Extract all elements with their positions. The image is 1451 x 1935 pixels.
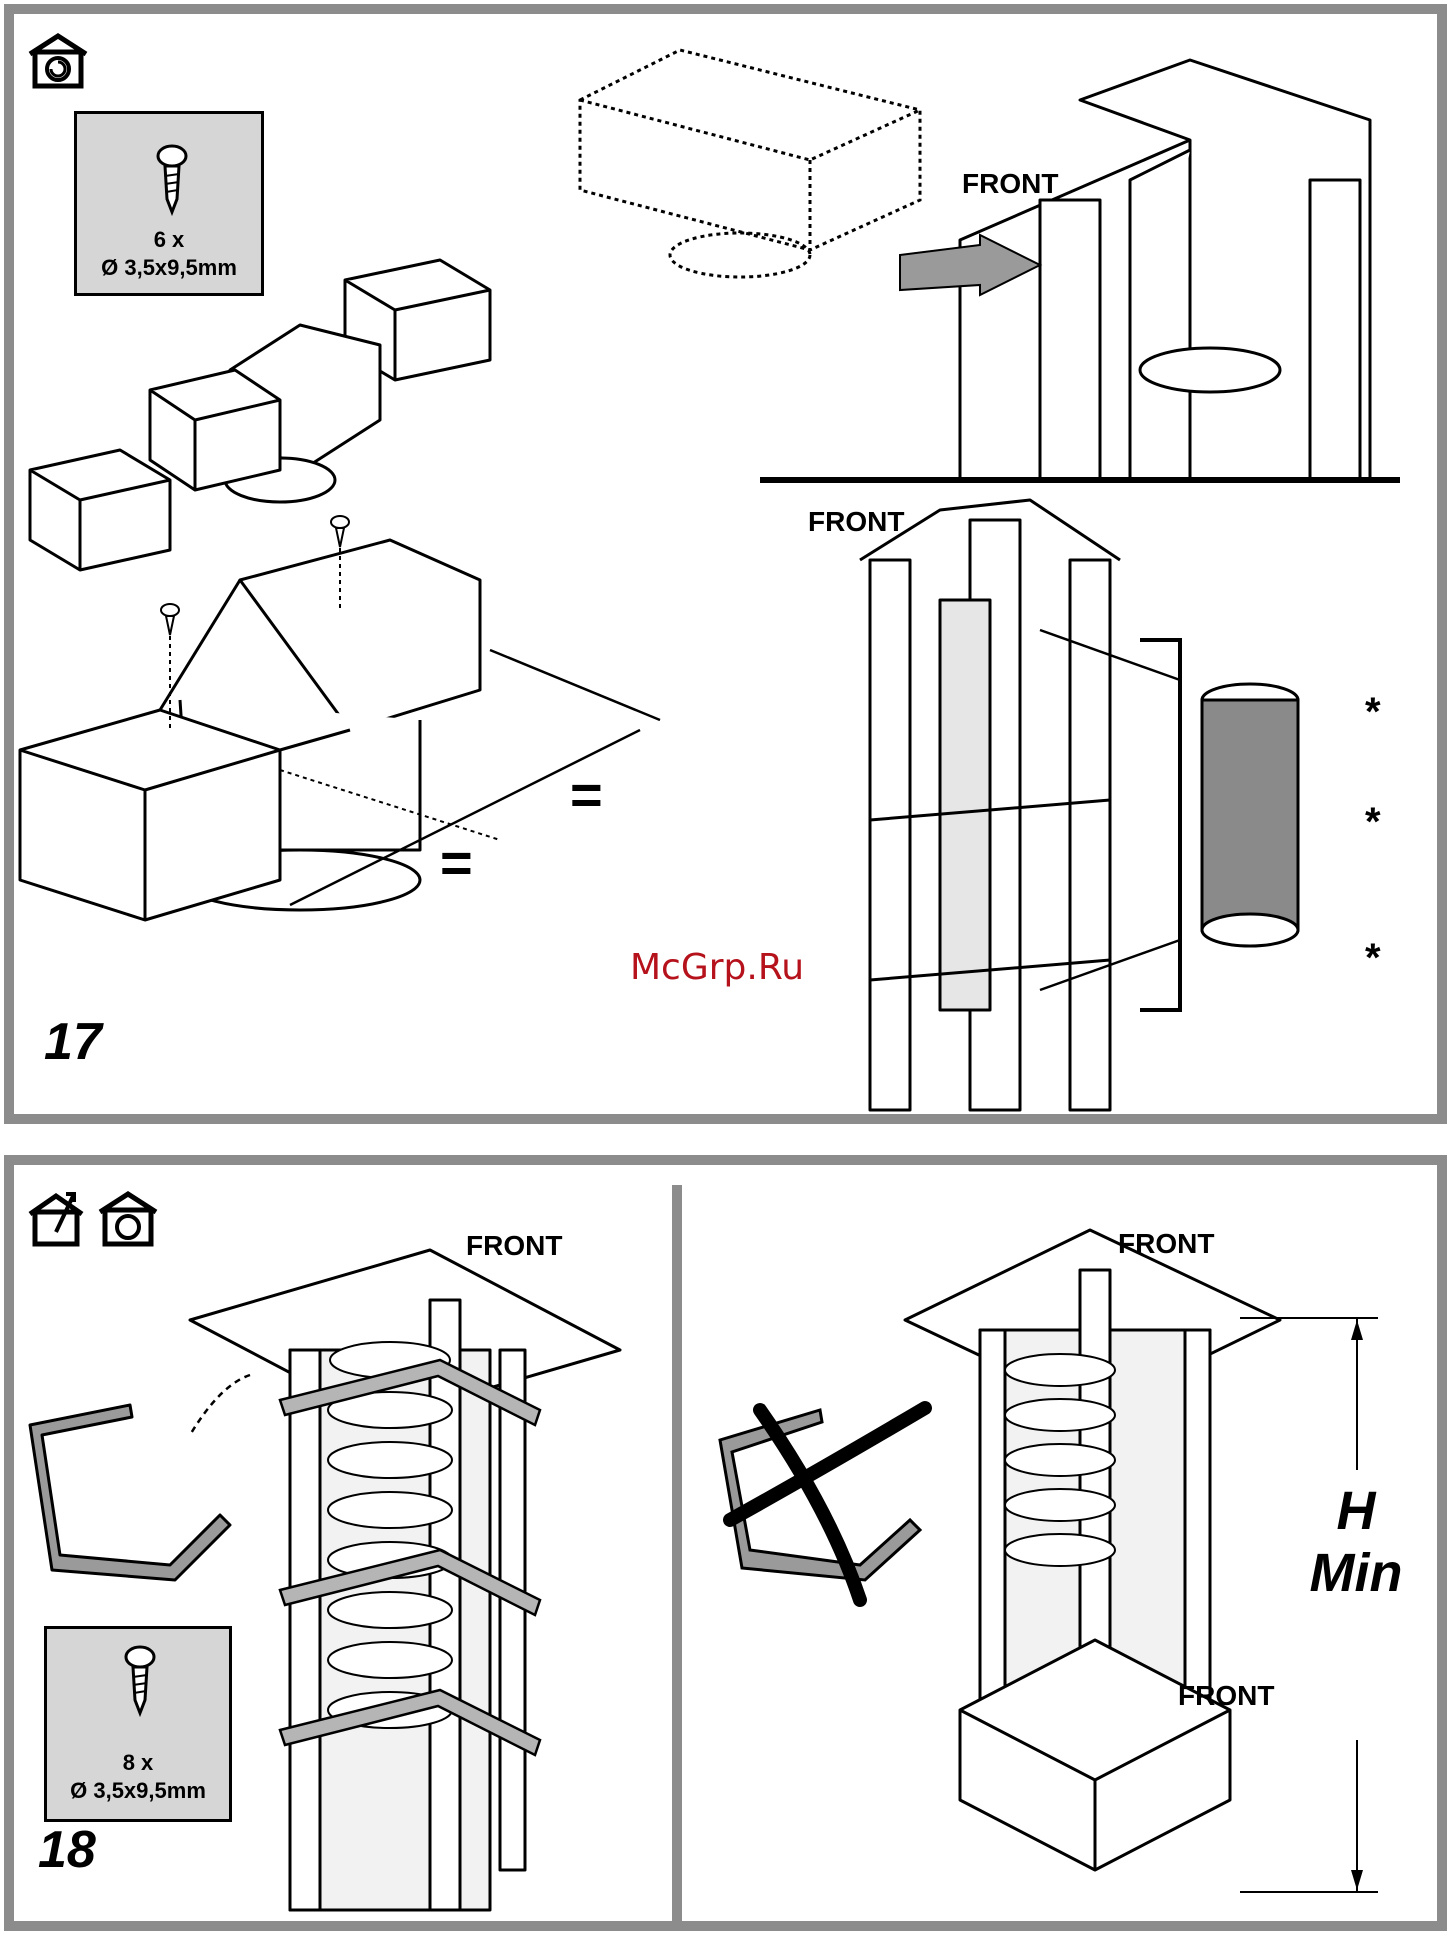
height-label-h: H [1296, 1480, 1416, 1542]
height-label-min: Min [1296, 1542, 1416, 1604]
step-number-17: 17 [44, 1012, 102, 1072]
front-label-top: FRONT [962, 168, 1058, 200]
height-min-label: H Min [1296, 1480, 1416, 1604]
assembled-chimney-illustration [900, 1200, 1280, 1920]
frame-with-hose-illustration [180, 1240, 650, 1920]
step-number-18: 18 [38, 1820, 96, 1880]
chimney-frame-hose-illustration [840, 490, 1380, 1110]
duct-adapter-illustration [20, 250, 660, 920]
front-label-right-top: FRONT [1118, 1228, 1214, 1260]
ceiling-frame-illustration [570, 40, 1400, 480]
panel-divider [672, 1185, 682, 1923]
recirculation-house-icon [26, 32, 90, 90]
watermark: McGrp.Ru [630, 947, 804, 988]
recirculation-house-icon-2 [96, 1190, 160, 1248]
asterisk-top: * [1365, 690, 1381, 735]
front-label-left: FRONT [466, 1230, 562, 1262]
exhaust-house-icon [26, 1190, 86, 1248]
asterisk-middle: * [1365, 800, 1381, 845]
screw-icon-18 [125, 1645, 155, 1715]
screw-icon [157, 144, 187, 214]
equal-sign-lower: = [440, 830, 473, 895]
front-label-frame: FRONT [808, 506, 904, 538]
height-dimension-arrow [1230, 1310, 1380, 1910]
equal-sign-upper: = [570, 762, 603, 827]
asterisk-bottom: * [1365, 936, 1381, 981]
